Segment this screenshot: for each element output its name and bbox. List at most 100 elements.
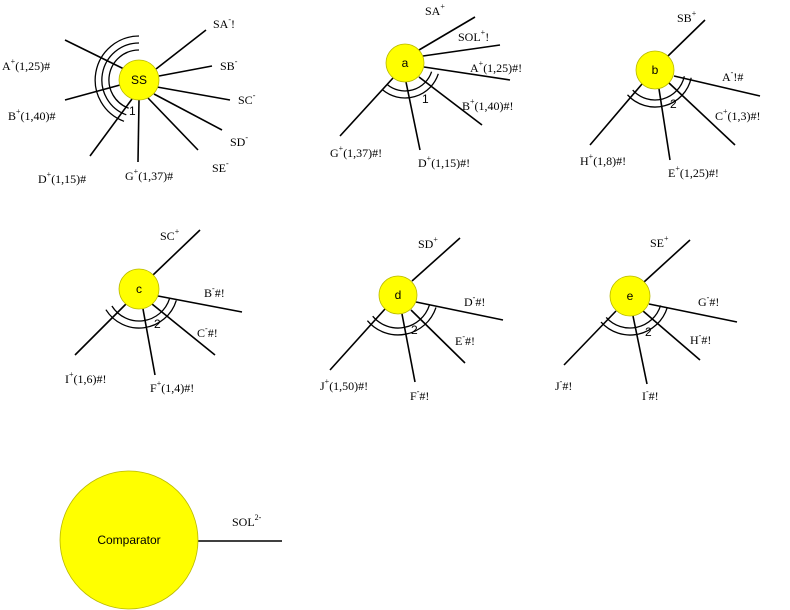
bond-line — [89, 98, 133, 157]
bond-label: SC+ — [160, 227, 180, 243]
bond-line — [155, 29, 207, 70]
ring-arc — [105, 300, 177, 329]
bond-label-suffix: !# — [733, 70, 743, 84]
bond-label-charge: + — [69, 370, 74, 379]
ring-number: 2 — [411, 323, 418, 337]
bond-label-charge: + — [675, 164, 680, 173]
bond-label-base: F — [150, 381, 157, 395]
bond-label-charge: - — [226, 159, 229, 168]
bond-line — [648, 303, 738, 323]
bond-label: D+(1,15)# — [38, 170, 86, 186]
bond-label-suffix: (1,15)#! — [431, 156, 470, 170]
bond-label-base: E — [668, 166, 675, 180]
node-circle — [59, 470, 199, 610]
bond-label-base: G — [330, 146, 339, 160]
bond-label-base: I — [642, 389, 646, 403]
bond-label: G+(1,37)#! — [330, 144, 382, 160]
bond-label-base: C — [715, 109, 723, 123]
ring-arc — [386, 71, 433, 92]
bond-label: B+(1,40)#! — [462, 97, 514, 113]
bond-label-suffix: (1,25)# — [15, 59, 50, 73]
bond-line — [418, 16, 476, 51]
bond-line — [667, 19, 706, 57]
node-circle — [378, 275, 418, 315]
bond-label-charge: + — [470, 97, 475, 106]
bond-line — [423, 66, 511, 81]
bond-label-charge: + — [339, 144, 344, 153]
bond-label-charge: + — [479, 59, 484, 68]
bond-label: E-#! — [455, 332, 475, 348]
node-circle — [118, 59, 160, 101]
node-b: SB+A-!#C+(1,3)#!E+(1,25)#!H+(1,8)#!2b — [580, 9, 761, 180]
bond-label-suffix: #! — [215, 286, 225, 300]
bond-label-base: SA — [425, 4, 441, 18]
bond-label: C+(1,3)#! — [715, 107, 761, 123]
ring-number: 2 — [645, 325, 652, 339]
bond-label: A-!# — [722, 68, 743, 84]
bond-label: SOL2- — [232, 513, 262, 529]
bond-label-base: H — [580, 154, 589, 168]
node-label: d — [395, 288, 402, 302]
ring-arc — [108, 49, 140, 109]
bond-label-charge: - — [253, 91, 256, 100]
bond-line — [64, 84, 121, 101]
bond-label: SB+ — [677, 9, 697, 25]
bond-label-charge: + — [440, 2, 445, 11]
ring-arc — [101, 42, 140, 116]
bond-label-suffix: #! — [701, 333, 711, 347]
node-label: c — [136, 282, 142, 296]
bond-label: SE- — [212, 159, 229, 175]
bond-label-charge: + — [433, 235, 438, 244]
bond-label-charge: + — [325, 377, 330, 386]
bond-label-base: SC — [160, 229, 175, 243]
bond-label: A+(1,25)# — [2, 57, 50, 73]
ring-arc — [366, 307, 437, 336]
bond-line — [339, 77, 394, 137]
bond-line — [411, 237, 461, 282]
bond-label-base: SD — [418, 237, 434, 251]
bond-line — [151, 303, 216, 356]
bond-label-charge: - — [731, 68, 734, 77]
bond-label-suffix: (1,4)#! — [161, 381, 194, 395]
bond-label-base: F — [410, 389, 417, 403]
bond-label-charge: - — [205, 324, 208, 333]
node-label: SS — [131, 73, 147, 87]
bond-label-suffix: #! — [649, 389, 659, 403]
bond-line — [673, 75, 761, 97]
bond-label-suffix: #! — [419, 389, 429, 403]
bond-label-base: SD — [230, 135, 246, 149]
node-a: SA+SOL+!A+(1,25)#!B+(1,40)#!D+(1,15)#!G+… — [330, 2, 522, 170]
bond-label: D-#! — [464, 293, 485, 309]
bond-label: J-#! — [555, 377, 572, 393]
ring-arc — [632, 76, 685, 101]
bond-label: D+(1,15)#! — [418, 154, 470, 170]
bond-label-suffix: (1,25)#! — [483, 61, 522, 75]
bond-label: SA+ — [425, 2, 445, 18]
node-circle — [609, 275, 651, 317]
bond-label-base: H — [690, 333, 699, 347]
bond-label-charge: - — [417, 387, 420, 396]
node-d: SD+D-#!E-#!F-#!J+(1,50)#!2d — [320, 235, 504, 403]
node-label: Comparator — [97, 533, 160, 547]
bond-label-suffix: (1,37)# — [138, 169, 173, 183]
bond-label-charge: - — [707, 293, 710, 302]
ring-number: 2 — [670, 97, 677, 111]
bond-label-base: SA — [213, 17, 229, 31]
ring-arc — [627, 77, 692, 108]
node-circle — [118, 268, 160, 310]
bond-label-charge: + — [427, 154, 432, 163]
bond-label-suffix: (1,40)# — [21, 109, 56, 123]
bond-label-base: SE — [212, 161, 226, 175]
bond-label-suffix: #! — [562, 379, 572, 393]
bond-label: SD+ — [418, 235, 438, 251]
bond-line — [152, 229, 201, 276]
bond-label-base: A — [2, 59, 11, 73]
bond-label-base: D — [418, 156, 427, 170]
bond-label-charge: + — [11, 57, 16, 66]
bond-label-base: SOL — [458, 30, 481, 44]
bond-label-base: D — [38, 172, 47, 186]
bond-label-charge: - — [646, 387, 649, 396]
bond-label: I+(1,6)#! — [65, 370, 107, 386]
bond-label-suffix: #! — [208, 326, 218, 340]
